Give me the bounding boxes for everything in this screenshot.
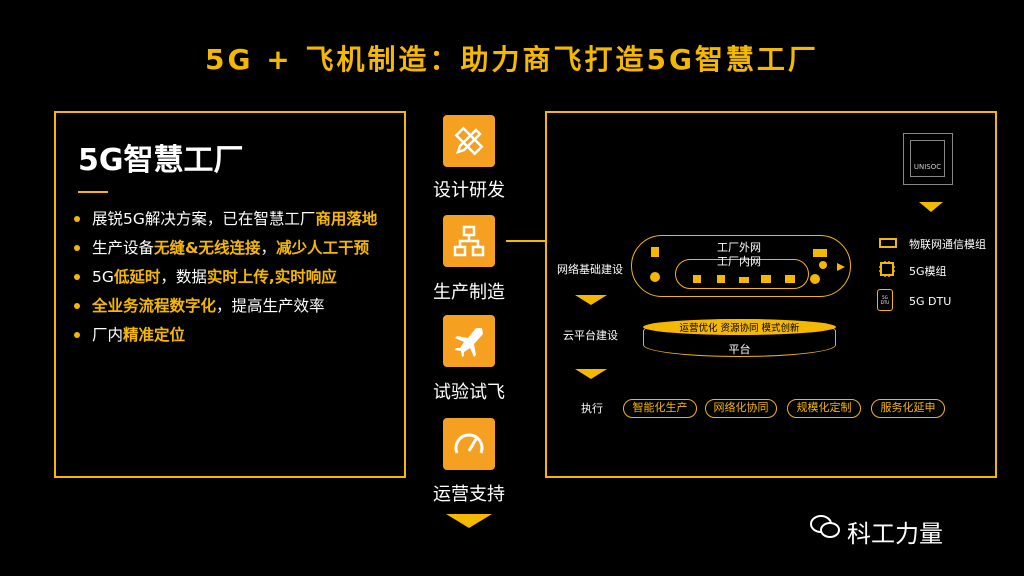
- list-item: 展锐5G解决方案，已在智慧工厂商用落地: [72, 205, 402, 234]
- down-arrow-icon: [575, 295, 607, 305]
- list-item: 全业务流程数字化，提高生产效率: [72, 292, 402, 321]
- network-label: 网络基础建设: [557, 263, 623, 276]
- down-arrow-icon: [446, 514, 492, 528]
- smart-factory-panel: 5G智慧工厂 展锐5G解决方案，已在智慧工厂商用落地 生产设备无缝&无线连接，减…: [54, 111, 406, 478]
- bullet-dot-icon: [74, 332, 80, 338]
- stage-label-production: 生产制造: [433, 282, 505, 303]
- list-item: 厂内精准定位: [72, 321, 402, 350]
- bullet-dot-icon: [74, 303, 80, 309]
- inner-network-ellipse: [675, 259, 809, 289]
- iot-module-icon: [879, 238, 897, 248]
- stage-label-design: 设计研发: [433, 180, 505, 201]
- device-icons: [650, 247, 845, 284]
- stage-label-support: 运营支持: [433, 484, 505, 505]
- dtu-icon: 5G DTU: [877, 289, 893, 311]
- platform-label: 平台: [728, 343, 751, 356]
- network-hierarchy-icon: [443, 215, 495, 267]
- page-title: 5G + 飞机制造：助力商飞打造5G智慧工厂: [205, 43, 819, 76]
- platform-top-text: 运营优化 资源协同 模式创新: [679, 323, 800, 334]
- unisoc-chip-icon: UNISOC: [903, 133, 953, 185]
- down-arrow-icon: [575, 369, 607, 379]
- exec-pill-smart-production: 智能化生产: [623, 399, 697, 418]
- bullet-dot-icon: [74, 216, 80, 222]
- heading-underline: [78, 191, 108, 193]
- factory-architecture-panel: UNISOC 网络基础建设 工厂外网 工厂内网 物联网通信模组 5G模组 5G …: [545, 111, 997, 478]
- execution-label: 执行: [581, 402, 603, 415]
- exec-pill-service-extension: 服务化延申: [871, 399, 945, 418]
- down-arrow-icon: [919, 202, 943, 212]
- ruler-pencil-icon: [443, 115, 495, 167]
- cloud-platform-label: 云平台建设: [563, 329, 618, 342]
- wechat-icon: [810, 515, 840, 538]
- module-label-iot: 物联网通信模组: [909, 238, 986, 251]
- stage-label-testflight: 试验试飞: [433, 382, 505, 403]
- connector-line: [506, 240, 546, 242]
- inner-network-label: 工厂内网: [717, 255, 761, 268]
- exec-pill-mass-customization: 规模化定制: [787, 399, 861, 418]
- gauge-icon: [443, 418, 495, 470]
- source-watermark: 科工力量: [847, 520, 943, 548]
- bullet-dot-icon: [74, 274, 80, 280]
- module-label-dtu: 5G DTU: [909, 295, 952, 308]
- exec-pill-network-collab: 网络化协同: [705, 399, 777, 418]
- list-item: 生产设备无缝&无线连接，减少人工干预: [72, 234, 402, 263]
- feature-list: 展锐5G解决方案，已在智慧工厂商用落地 生产设备无缝&无线连接，减少人工干预 5…: [72, 205, 402, 350]
- panel-heading: 5G智慧工厂: [78, 143, 244, 178]
- chip-brand: UNISOC: [910, 140, 945, 177]
- platform-cylinder-top: [643, 319, 836, 335]
- chip-icon: [879, 261, 895, 277]
- bullet-dot-icon: [74, 245, 80, 251]
- outer-network-label: 工厂外网: [717, 241, 761, 254]
- factory-network-ellipse: [631, 235, 851, 297]
- module-label-5g: 5G模组: [909, 265, 947, 278]
- airplane-icon: [443, 315, 495, 367]
- list-item: 5G低延时，数据实时上传,实时响应: [72, 263, 402, 292]
